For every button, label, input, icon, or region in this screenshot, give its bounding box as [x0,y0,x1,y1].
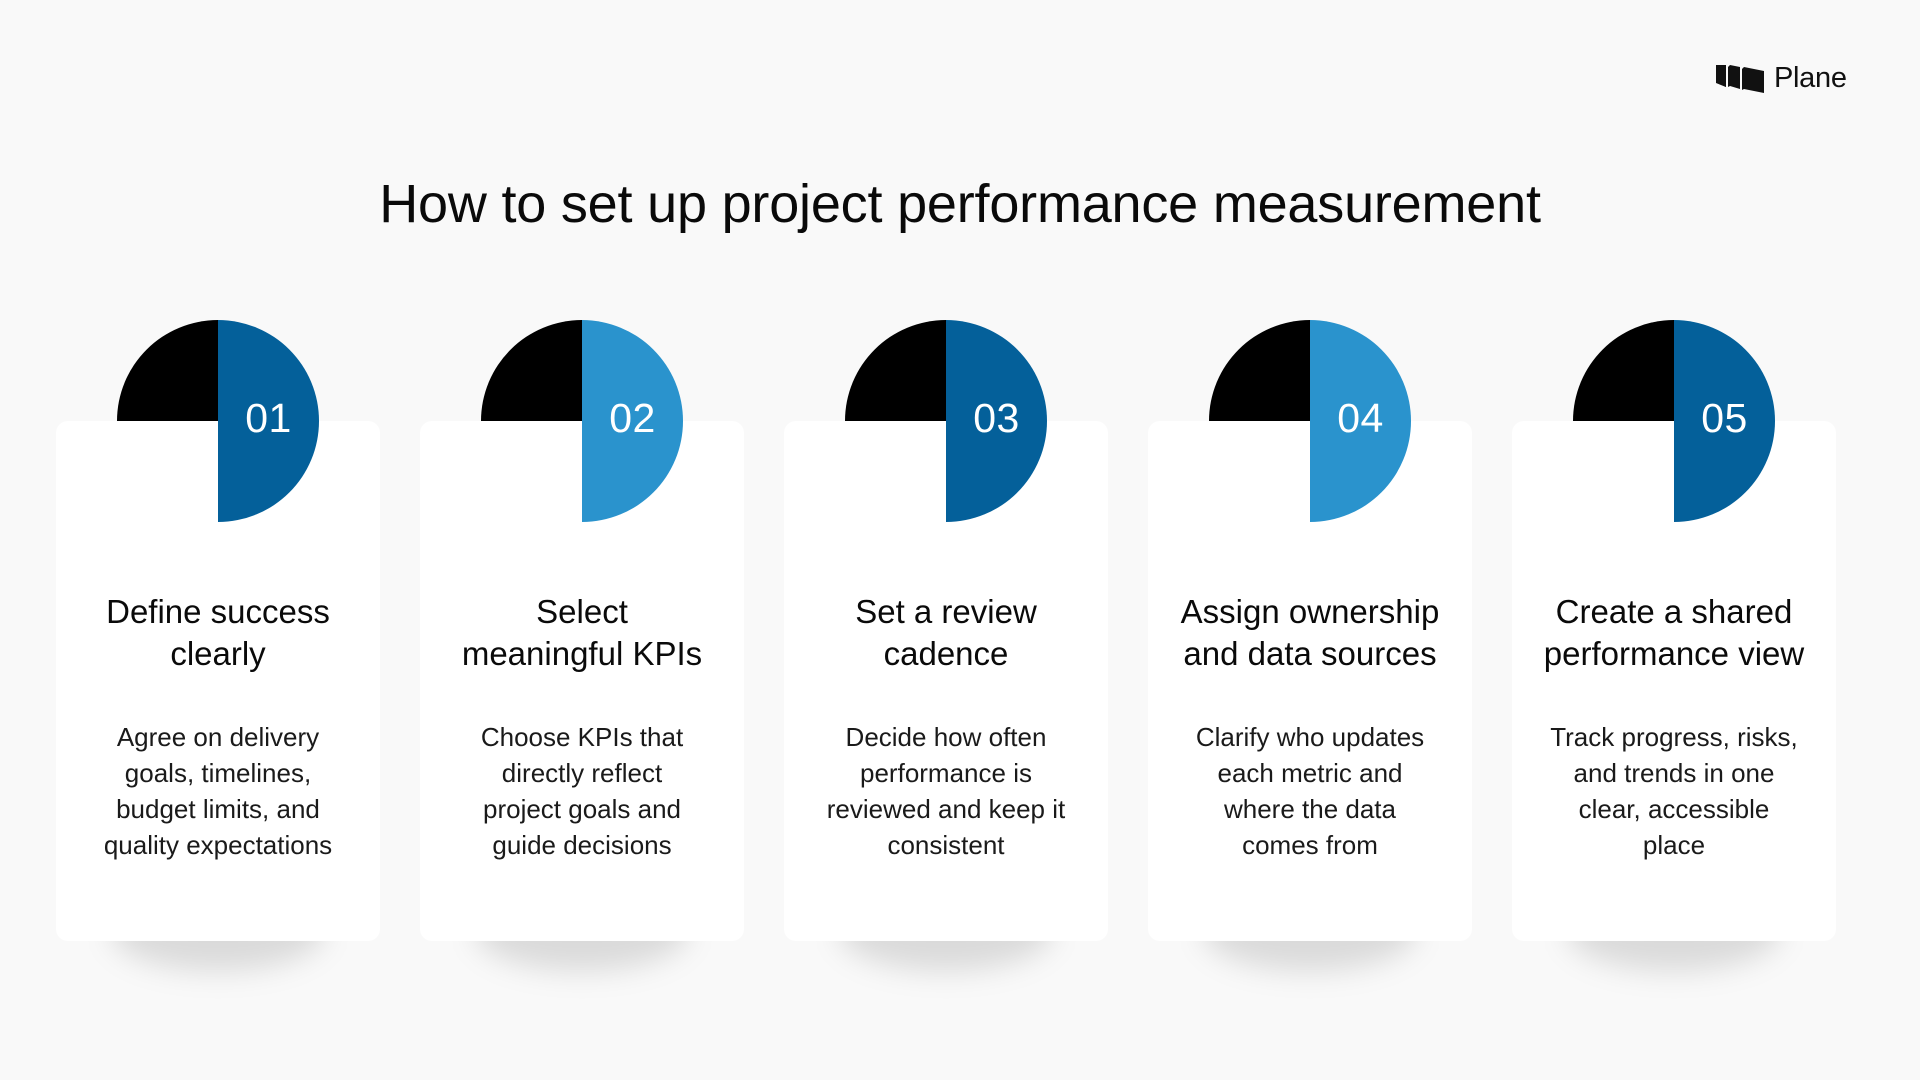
step-title-line: cadence [883,635,1009,672]
step-description-line: reviewed and keep it [826,794,1066,824]
step-description: Track progress, risks, and trends in one… [1532,719,1816,863]
step-number-badge: 02 [481,320,683,522]
step-number: 03 [973,395,1020,441]
step-title-line: meaningful KPIs [461,635,703,672]
step-description-line: budget limits, and [116,794,320,824]
step-number-badge: 05 [1573,320,1775,522]
step-description: Choose KPIs that directly reflect projec… [440,719,724,863]
step-title-line: Define success [106,593,330,630]
step-title-line: and data sources [1183,635,1437,672]
step-description-line: Choose KPIs that [480,722,684,752]
badge-black-quarter-shape [1209,320,1310,421]
step-title: Create a shared performance view [1522,591,1826,675]
step-description-line: consistent [887,830,1005,860]
step-card-3: Set a review cadence Decide how often pe… [784,320,1108,971]
step-description-line: performance is [860,758,1032,788]
step-description-line: goals, timelines, [124,758,312,788]
step-title-line: Set a review [855,593,1037,630]
badge-black-quarter-shape [481,320,582,421]
brand-logo: Plane [1716,60,1847,96]
steps-row: Define success clearly Agree on delivery… [56,320,1836,971]
step-card-2: Select meaningful KPIs Choose KPIs that … [420,320,744,971]
step-description-line: quality expectations [103,830,333,860]
step-description-line: Track progress, risks, [1550,722,1798,752]
step-description-line: and trends in one [1573,758,1775,788]
step-description-line: each metric and [1217,758,1403,788]
plane-logo-icon [1716,65,1764,93]
step-title: Assign ownership and data sources [1158,591,1462,675]
step-description-line: directly reflect [501,758,663,788]
step-description: Decide how often performance is reviewed… [804,719,1088,863]
step-description-line: where the data [1223,794,1396,824]
step-card-5: Create a shared performance view Track p… [1512,320,1836,971]
card-panel: Assign ownership and data sources Clarif… [1148,421,1472,941]
badge-black-quarter-shape [845,320,946,421]
badge-black-quarter-shape [1573,320,1674,421]
step-description: Clarify who updates each metric and wher… [1168,719,1452,863]
step-description-line: Clarify who updates [1195,722,1425,752]
step-title: Select meaningful KPIs [430,591,734,675]
step-card-4: Assign ownership and data sources Clarif… [1148,320,1472,971]
step-title-line: Select [536,593,628,630]
step-number: 04 [1337,395,1384,441]
step-title-line: Assign ownership [1180,593,1440,630]
step-number-badge: 04 [1209,320,1411,522]
step-card-1: Define success clearly Agree on delivery… [56,320,380,971]
step-description-line: guide decisions [492,830,672,860]
step-number: 01 [245,395,292,441]
step-title: Set a review cadence [794,591,1098,675]
step-number-badge: 03 [845,320,1047,522]
step-number-badge: 01 [117,320,319,522]
step-description-line: clear, accessible [1578,794,1770,824]
page-title: How to set up project performance measur… [379,174,1541,234]
step-title: Define success clearly [66,591,370,675]
step-number: 05 [1701,395,1748,441]
step-description-line: Agree on delivery [116,722,320,752]
step-title-line: clearly [170,635,266,672]
step-description-line: Decide how often [845,722,1047,752]
badge-black-quarter-shape [117,320,218,421]
step-description: Agree on delivery goals, timelines, budg… [76,719,360,863]
step-title-line: performance view [1543,635,1805,672]
step-description-line: place [1642,830,1706,860]
step-title-line: Create a shared [1555,593,1793,630]
step-description-line: comes from [1242,830,1378,860]
step-number: 02 [609,395,656,441]
brand-name: Plane [1774,62,1847,94]
step-description-line: project goals and [482,794,682,824]
